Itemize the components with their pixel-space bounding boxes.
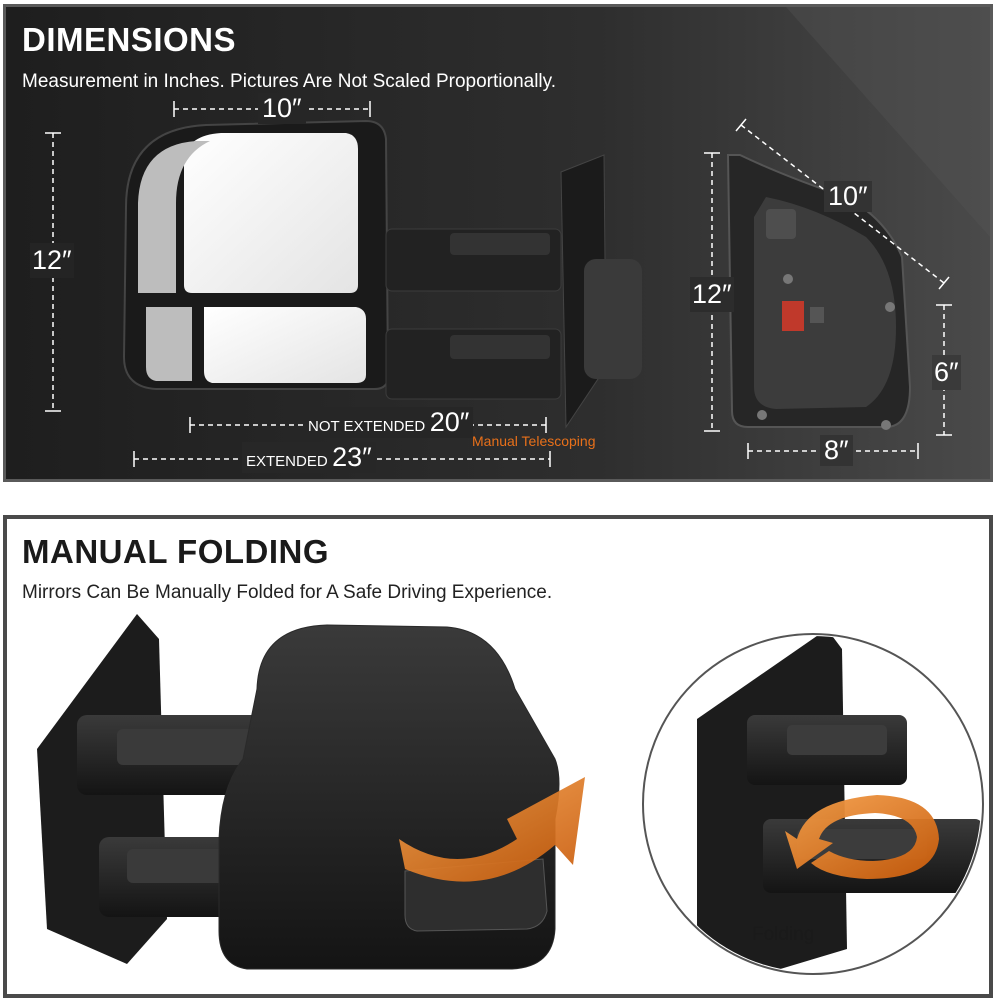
folding-detail-view bbox=[697, 636, 981, 972]
folding-illustration bbox=[37, 614, 984, 975]
extended-dimension: EXTENDED 23″ bbox=[242, 442, 376, 473]
folding-title: MANUAL FOLDING bbox=[22, 533, 330, 570]
extended-label: EXTENDED bbox=[246, 453, 328, 470]
folding-panel: MANUAL FOLDING Mirrors Can Be Manually F… bbox=[3, 515, 993, 998]
dimensions-illustration bbox=[6, 7, 990, 479]
folding-subtitle: Mirrors Can Be Manually Folded for A Saf… bbox=[22, 582, 553, 603]
base-width-label: 8″ bbox=[820, 435, 853, 466]
base-side-label: 6″ bbox=[932, 355, 961, 390]
dimensions-panel: DIMENSIONS Measurement in Inches. Pictur… bbox=[3, 4, 993, 482]
not-extended-dimension: NOT EXTENDED 20″ bbox=[304, 407, 474, 438]
not-extended-value: 20″ bbox=[429, 407, 470, 437]
extended-value: 23″ bbox=[332, 442, 372, 472]
base-height-label: 12″ bbox=[690, 277, 734, 312]
not-extended-label: NOT EXTENDED bbox=[308, 418, 426, 435]
telescoping-label: Manual Telescoping bbox=[472, 433, 596, 449]
mirror-front-view bbox=[122, 119, 642, 429]
mount-base-view bbox=[726, 154, 912, 430]
dimensions-subtitle: Measurement in Inches. Pictures Are Not … bbox=[22, 71, 557, 92]
mirror-height-label: 12″ bbox=[30, 243, 74, 278]
mirror-width-label: 10″ bbox=[258, 93, 306, 124]
folded-mirror bbox=[37, 614, 585, 970]
dimensions-title: DIMENSIONS bbox=[22, 21, 237, 58]
base-diagonal-label: 10″ bbox=[824, 181, 872, 212]
folding-caption: Folding bbox=[752, 924, 815, 945]
